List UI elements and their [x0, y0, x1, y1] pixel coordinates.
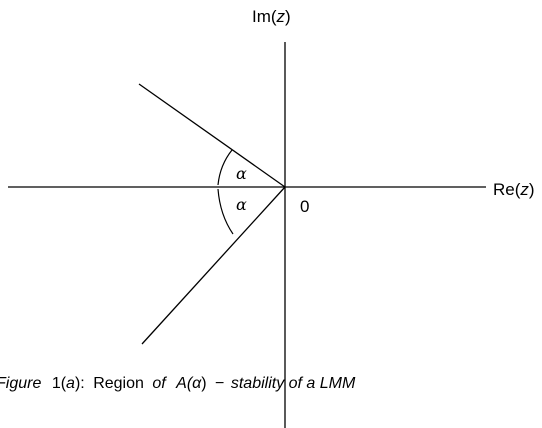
origin-label: 0 — [300, 197, 309, 216]
upper-boundary-ray — [138, 83, 286, 188]
figure-caption: Figure 1(a): Region of A(α) − stability … — [0, 375, 356, 392]
lower-angle-label: α — [236, 195, 247, 214]
lower-angle-arc — [217, 188, 234, 235]
lower-boundary-ray — [141, 186, 286, 345]
imaginary-axis-label: Im(z) — [252, 7, 291, 26]
upper-angle-label: α — [236, 164, 247, 183]
upper-angle-arc — [217, 149, 233, 186]
real-axis-label: Re(z) — [493, 180, 535, 199]
